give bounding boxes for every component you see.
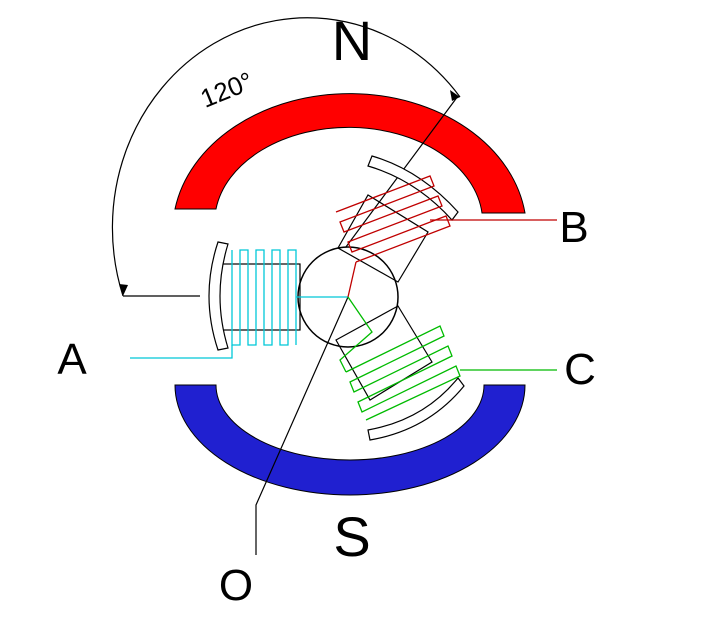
coil-b <box>335 155 557 298</box>
north-label: N <box>332 9 372 72</box>
angle-label: 120° <box>196 66 257 114</box>
south-pole-magnet <box>174 384 526 496</box>
phase-a-label: A <box>57 335 87 384</box>
south-label: S <box>333 505 370 568</box>
phase-c-label: C <box>564 345 596 394</box>
coil-a <box>130 241 348 359</box>
phase-b-label: B <box>559 203 588 252</box>
origin-line <box>255 296 349 555</box>
coil-c <box>335 296 557 441</box>
angle-arc <box>111 17 461 297</box>
origin-label: O <box>219 561 253 610</box>
north-pole-magnet <box>174 93 526 214</box>
